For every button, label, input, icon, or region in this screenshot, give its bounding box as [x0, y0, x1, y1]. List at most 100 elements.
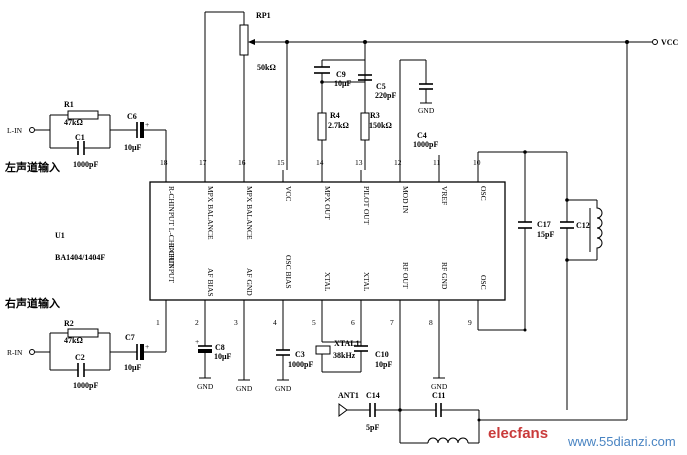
pin-12-name: MOD IN [401, 186, 410, 214]
c6-ref: C6 [127, 112, 137, 121]
bottom-pins: 1 2 3 4 5 6 7 8 9 [156, 300, 479, 330]
right-in-label: R-IN [7, 348, 23, 357]
vcc-label: VCC [661, 38, 679, 47]
c5-ref: C5 [376, 82, 386, 91]
pin-4-name: OSC BIAS [284, 255, 293, 289]
gnd-label-pin3: GND [236, 384, 253, 393]
rf-gnd [433, 330, 445, 379]
c9-ref: C9 [336, 70, 346, 79]
c4-value: 1000pF [413, 140, 438, 149]
ic-ref: U1 [55, 231, 65, 240]
gnd-label-c8: GND [197, 382, 214, 391]
c7-ref: C7 [125, 333, 135, 342]
c8-ref: C8 [215, 343, 225, 352]
pin-2-num: 2 [195, 318, 199, 327]
svg-text:+: + [145, 342, 149, 351]
pin-15-num: 15 [277, 158, 285, 167]
pin-10-name: OSC [479, 186, 488, 201]
pin-2-name: AF BIAS [206, 268, 215, 297]
left-input-caption: 左声道输入 [4, 160, 60, 174]
pin-6-name: XTAL [362, 272, 371, 292]
right-input-network: + [29, 328, 167, 377]
pin-7-name: RF OUT [401, 262, 410, 289]
pin-17-name: MPX BALANCE [206, 186, 215, 240]
c8-value: 10μF [214, 352, 232, 361]
c12-ref: C12 [576, 221, 590, 230]
c7-value: 10μF [124, 363, 142, 372]
pin-7-num: 7 [390, 318, 394, 327]
pin-1-name: R-CHINPUT [167, 243, 176, 283]
pin-9-name: OSC [479, 275, 488, 290]
c4-network [399, 59, 440, 170]
pin-13-num: 13 [355, 158, 363, 167]
antenna-network [338, 330, 481, 444]
bottom-pin-names: R-CHINPUT AF BIAS AF GND OSC BIAS XTAL X… [167, 243, 488, 297]
r4-ref: R4 [330, 111, 340, 120]
gnd-label-c3: GND [275, 384, 292, 393]
pin-8-name: RF GND [440, 262, 449, 290]
pin-4-num: 4 [273, 318, 277, 327]
ic-model: BA1404/1404F [55, 253, 105, 262]
pin-15-name: VCC [284, 186, 293, 201]
c3-network [276, 330, 290, 381]
gnd-label-rf: GND [431, 382, 448, 391]
c2-ref: C2 [75, 353, 85, 362]
pin-10-num: 10 [473, 158, 481, 167]
r3-ref: R3 [370, 111, 380, 120]
top-pins: 18 17 16 15 14 13 12 11 10 [160, 158, 481, 182]
pin3-gnd [238, 330, 250, 381]
pin-12-num: 12 [394, 158, 402, 167]
ant1-label: ANT1 [338, 391, 359, 400]
rp1-ref: RP1 [256, 11, 271, 20]
c8-network: + [195, 330, 212, 379]
c6-value: 10μF [124, 143, 142, 152]
left-in-label: L-IN [7, 126, 23, 135]
pin-9-num: 9 [468, 318, 472, 327]
rp1-value: 50kΩ [257, 63, 276, 72]
pin-6-num: 6 [351, 318, 355, 327]
c14-value: 5pF [366, 423, 379, 432]
c17-value: 15pF [537, 230, 554, 239]
osc-tank [477, 150, 603, 410]
pin-16-name: MPX BALANCE [245, 186, 254, 240]
c10-ref: C10 [375, 350, 389, 359]
gnd-label-c4: GND [418, 106, 435, 115]
pin-16-num: 16 [238, 158, 246, 167]
pin-3-num: 3 [234, 318, 238, 327]
c5-value: 220pF [375, 91, 396, 100]
pin-18-num: 18 [160, 158, 168, 167]
r1-value: 47kΩ [64, 118, 83, 127]
watermark: elecfans www.55dianzi.com [488, 425, 676, 449]
c2-value: 1000pF [73, 381, 98, 390]
pin-17-num: 17 [199, 158, 207, 167]
r2-ref: R2 [64, 319, 74, 328]
pin-8-num: 8 [429, 318, 433, 327]
c14-ref: C14 [366, 391, 380, 400]
ic-body [149, 181, 506, 301]
c3-ref: C3 [295, 350, 305, 359]
c1-ref: C1 [75, 133, 85, 142]
c11-ref: C11 [432, 391, 445, 400]
watermark-url: www.55dianzi.com [567, 434, 676, 449]
pin-3-name: AF GND [245, 268, 254, 296]
c4-ref: C4 [417, 131, 427, 140]
pin-18-name: R-CHINPUT L-CHINPUT [167, 186, 176, 268]
pin-14-name: MPX OUT [323, 186, 332, 220]
c1-value: 1000pF [73, 160, 98, 169]
pin-14-num: 14 [316, 158, 324, 167]
top-pin-names: R-CHINPUT L-CHINPUT MPX BALANCE MPX BALA… [167, 186, 488, 268]
vcc-right-drop [479, 42, 628, 421]
r2-value: 47kΩ [64, 336, 83, 345]
c17-ref: C17 [537, 220, 551, 229]
left-input-network: + [29, 110, 167, 170]
c9-r4-network [314, 42, 372, 170]
r1-ref: R1 [64, 100, 74, 109]
pin-11-num: 11 [433, 158, 440, 167]
svg-text:+: + [145, 120, 149, 129]
pin-1-num: 1 [156, 318, 160, 327]
c10-value: 10pF [375, 360, 392, 369]
pin-11-name: VREF [440, 186, 449, 205]
pin-13-name: PILOT OUT [362, 186, 371, 225]
pin-5-name: XTAL [323, 272, 332, 292]
